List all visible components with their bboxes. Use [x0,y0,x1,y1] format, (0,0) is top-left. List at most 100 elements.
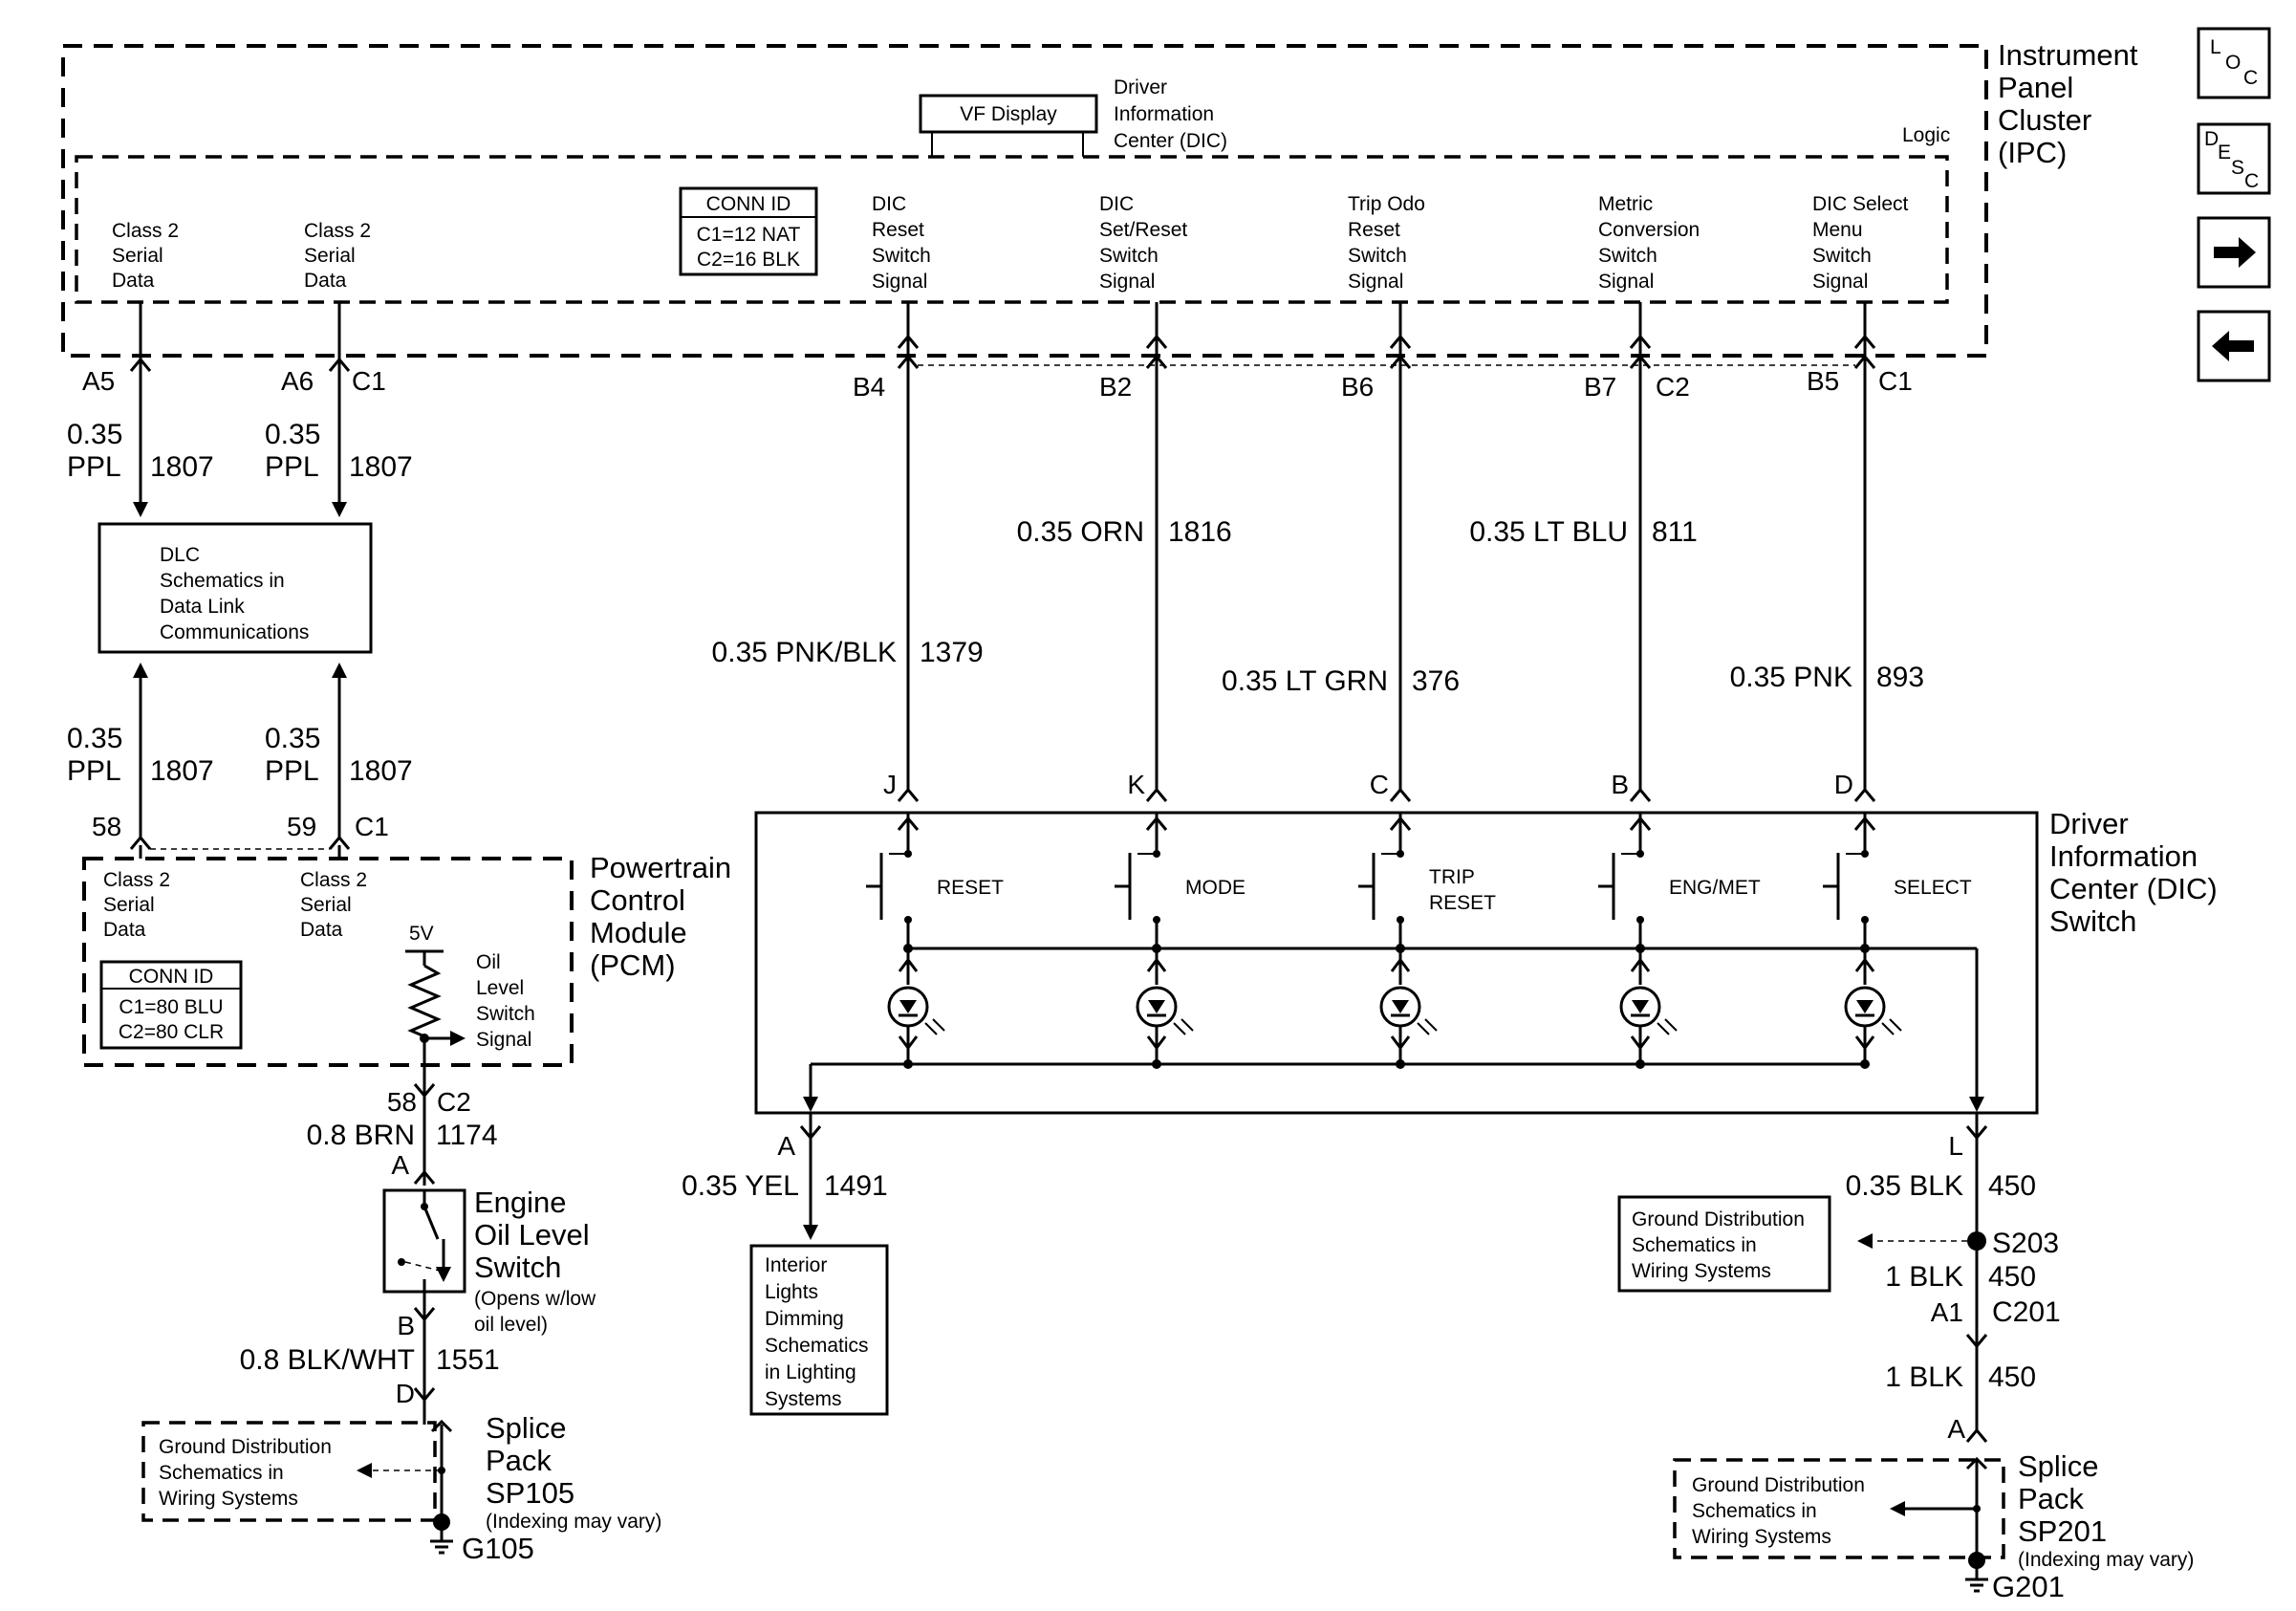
svg-text:C: C [2244,170,2259,192]
svg-text:(Opens w/low: (Opens w/low [474,1288,596,1310]
svg-text:Set/Reset: Set/Reset [1099,219,1187,241]
svg-text:0.35 PNK: 0.35 PNK [1730,662,1852,693]
svg-text:C2=16 BLK: C2=16 BLK [697,249,800,271]
interior-lights-reference-box: Interior Lights Dimming Schematics in Li… [749,1244,889,1416]
ipc-module: Instrument Panel Cluster (IPC) Logic VF … [61,38,2138,402]
svg-text:Schematics in: Schematics in [159,1462,284,1484]
dic-label-3: Center (DIC) [1114,130,1227,152]
svg-text:Interior: Interior [765,1254,827,1276]
svg-text:58: 58 [92,812,121,841]
dic-switch-module: Driver Information Center (DIC) Switch J… [754,770,2218,1115]
ground-distribution-reference-box: Ground Distribution Schematics in Wiring… [1617,1195,1831,1293]
svg-text:A1: A1 [1931,1297,1963,1327]
back-button[interactable] [2197,310,2271,382]
svg-text:Signal: Signal [1348,271,1403,293]
led-icon [1136,986,1194,1035]
svg-text:Switch: Switch [1348,245,1407,267]
svg-text:Wiring Systems: Wiring Systems [1632,1260,1771,1282]
svg-text:1174: 1174 [436,1120,498,1151]
dlc-pcm-wires: 0.35 PPL 1807 0.35 PPL 1807 58 59 C1 [67,663,413,859]
svg-text:Switch: Switch [872,245,931,267]
svg-text:450: 450 [1988,1170,2036,1202]
svg-text:Signal: Signal [1598,271,1654,293]
svg-text:1807: 1807 [150,755,214,787]
dic-switch-label: ENG/MET [1669,877,1761,899]
ipc-conn-id: CONN ID C1=12 NAT C2=16 BLK [679,186,818,276]
svg-text:L: L [2210,36,2221,58]
svg-text:Wiring Systems: Wiring Systems [1692,1526,1831,1548]
svg-text:1807: 1807 [150,451,214,483]
svg-text:J: J [883,770,897,799]
next-button[interactable] [2197,216,2271,289]
svg-text:A: A [1947,1414,1965,1444]
svg-text:Serial: Serial [112,245,163,267]
splice-pack-sp105: Ground Distribution Schematics in Wiring… [141,1411,661,1565]
dic-label-1: Driver [1114,76,1167,98]
svg-text:(PCM): (PCM) [590,948,676,982]
svg-text:450: 450 [1988,1261,2036,1293]
svg-text:Splice: Splice [2018,1449,2098,1483]
dic-label-2: Information [1114,103,1214,125]
svg-text:Lights: Lights [765,1281,818,1303]
svg-text:0.35 YEL: 0.35 YEL [682,1170,799,1202]
led-icon [1619,986,1678,1035]
svg-text:Schematics in: Schematics in [1632,1234,1757,1256]
dic-switch-label: TRIP [1429,866,1475,888]
svg-text:PPL: PPL [67,451,121,483]
svg-text:1379: 1379 [920,637,984,668]
svg-text:D: D [1834,770,1853,799]
svg-text:5V: 5V [409,923,434,945]
svg-text:C1: C1 [1878,366,1913,396]
svg-text:PPL: PPL [265,451,319,483]
svg-text:(Indexing may vary): (Indexing may vary) [486,1511,661,1533]
svg-text:G105: G105 [462,1532,534,1565]
svg-text:Ground Distribution: Ground Distribution [1632,1208,1805,1230]
ipc-pin-labels: A5 A6 C1 B4 B2 B6 B7 C2 B5 C1 [82,366,1913,402]
svg-text:Switch: Switch [1099,245,1159,267]
svg-text:Data: Data [304,270,347,292]
svg-text:in Lighting: in Lighting [765,1361,856,1383]
oil-level-wiring: 58 C2 0.8 BRN 1174 A Engine Oil Level Sw… [240,1063,596,1425]
svg-text:Reset: Reset [872,219,924,241]
svg-text:D: D [2204,128,2219,150]
ipc-title-1: Instrument [1998,38,2138,72]
svg-text:B5: B5 [1807,366,1839,396]
svg-text:1807: 1807 [349,755,413,787]
ipc-wires [129,302,1876,802]
loc-button[interactable]: L O C [2197,27,2271,99]
svg-text:C1: C1 [352,366,386,396]
dic-switch-column: MODE [1115,813,1245,1069]
svg-text:G201: G201 [1992,1570,2065,1603]
svg-text:Communications: Communications [160,621,309,643]
desc-button[interactable]: D E S C [2197,122,2271,195]
svg-text:B: B [397,1311,415,1340]
svg-text:B4: B4 [853,372,885,402]
ipc-title-3: Cluster [1998,103,2091,137]
svg-text:Serial: Serial [103,894,155,916]
svg-text:1491: 1491 [824,1170,888,1202]
svg-text:Powertrain: Powertrain [590,851,731,884]
pushbutton-switch-icon [1598,853,1644,924]
dic-switch-label: SELECT [1894,877,1972,899]
svg-text:0.35 LT GRN: 0.35 LT GRN [1222,665,1388,697]
svg-text:Serial: Serial [304,245,356,267]
svg-text:DIC Select: DIC Select [1812,193,1909,215]
svg-text:Conversion: Conversion [1598,219,1700,241]
svg-text:Information: Information [2049,839,2198,873]
svg-text:C2=80 CLR: C2=80 CLR [119,1021,224,1043]
svg-text:B2: B2 [1099,372,1132,402]
svg-text:0.35 BLK: 0.35 BLK [1846,1170,1963,1202]
svg-text:A5: A5 [82,366,115,396]
svg-text:Module: Module [590,916,687,949]
svg-text:Class 2: Class 2 [300,869,367,891]
dic-bottom-wiring: A 0.35 YEL 1491 L 0.35 BLK 450 S203 1 BL… [682,1113,2061,1444]
svg-text:Switch: Switch [1812,245,1872,267]
svg-text:C: C [2243,67,2258,89]
svg-text:C2: C2 [1656,372,1690,402]
svg-text:Data: Data [112,270,155,292]
svg-text:Ground Distribution: Ground Distribution [159,1436,332,1458]
svg-text:Center (DIC): Center (DIC) [2049,872,2218,905]
svg-text:Serial: Serial [300,894,352,916]
ipc-title-2: Panel [1998,71,2073,104]
